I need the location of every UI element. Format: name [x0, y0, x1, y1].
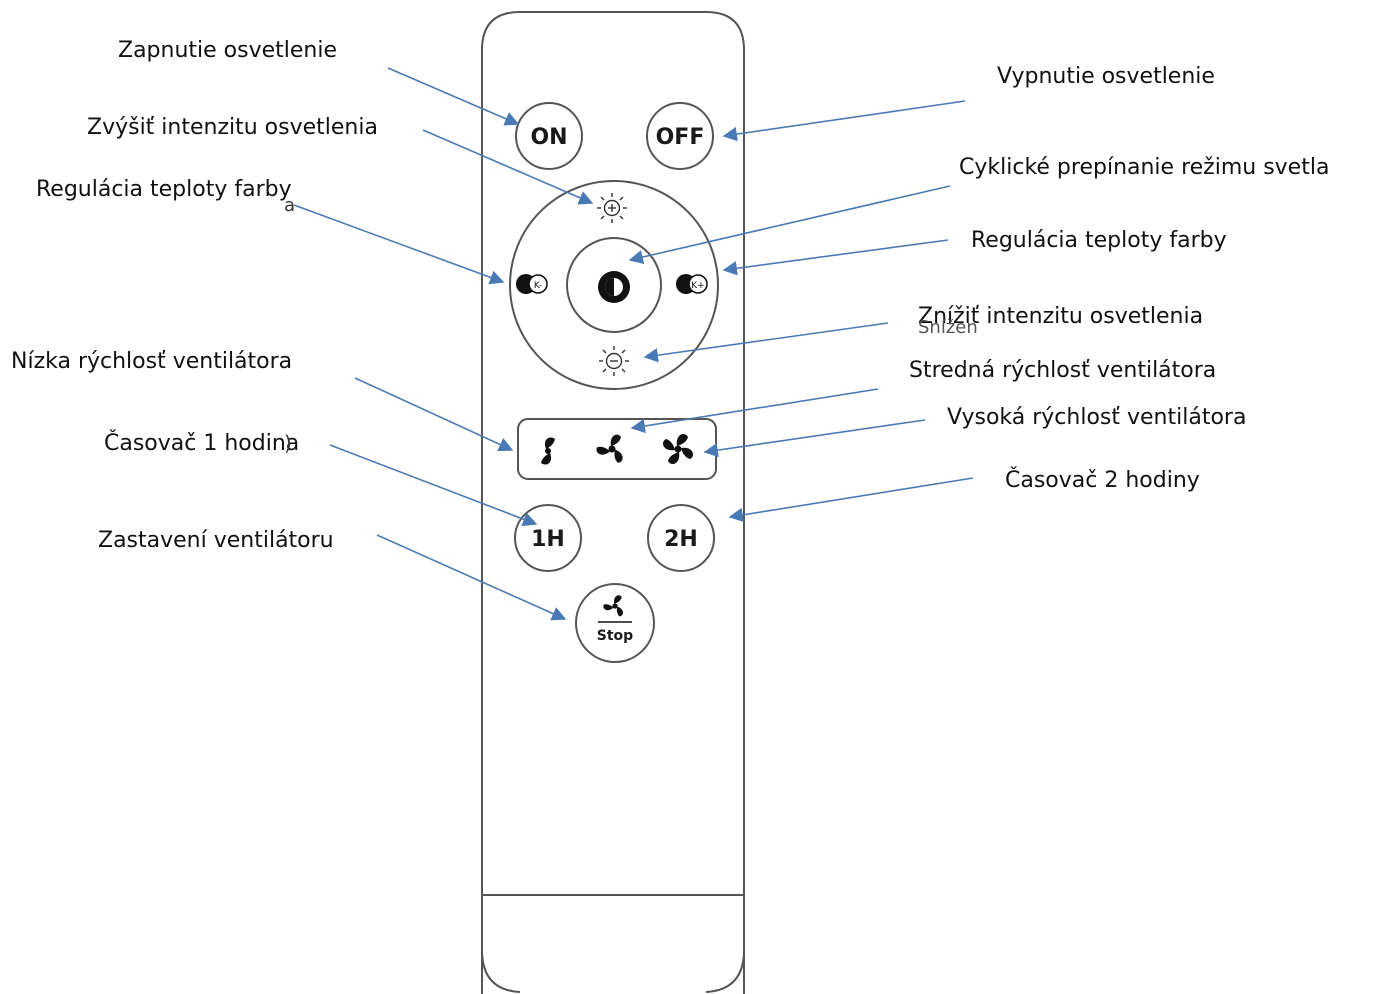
- label-light-off: Vypnutie osvetlenie: [997, 64, 1215, 89]
- on-button[interactable]: ON: [515, 102, 583, 170]
- label-mode-cycle: Cyklické prepínanie režimu svetla: [959, 155, 1330, 180]
- arrow-brightness-down: [643, 322, 889, 363]
- arrow-timer-2h: [728, 477, 974, 523]
- fan-low-icon[interactable]: [541, 437, 555, 465]
- fan-medium-icon[interactable]: [595, 434, 625, 464]
- svg-text:K+: K+: [691, 281, 704, 291]
- fan-high-icon[interactable]: [663, 434, 693, 464]
- arrow-fan-low: [354, 377, 514, 452]
- arrow-color-temp-left: [293, 204, 505, 285]
- off-button[interactable]: OFF: [646, 102, 714, 170]
- arrow-brightness-up: [422, 129, 594, 205]
- off-button-label: OFF: [656, 125, 705, 150]
- label-timer-1h: Časovač 1 hodina: [104, 431, 300, 456]
- arrow-timer-1h: [329, 444, 538, 527]
- svg-text:K-: K-: [534, 281, 542, 291]
- fan-stop-label: Stop: [597, 628, 633, 644]
- label-fan-low: Nízka rýchlosť ventilátora: [11, 349, 293, 374]
- mode-cycle-icon[interactable]: [598, 271, 630, 303]
- remote-body: [481, 11, 745, 994]
- stray-text-snizeni: Snížen: [918, 317, 978, 338]
- arrow-light-off: [722, 100, 966, 142]
- sun-plus-icon[interactable]: [597, 193, 627, 223]
- arrow-light-on: [387, 67, 520, 126]
- timer-1h-button[interactable]: 1H: [514, 504, 582, 572]
- label-fan-stop: Zastavení ventilátoru: [98, 528, 334, 553]
- arrow-fan-stop: [376, 534, 567, 621]
- label-color-temp-right: Regulácia teploty farby: [971, 228, 1227, 253]
- timer-2h-button[interactable]: 2H: [647, 504, 715, 572]
- stray-text-paren: ): [284, 431, 292, 455]
- timer-2h-label: 2H: [664, 527, 698, 552]
- fan-stop-icon: [603, 595, 623, 617]
- arrow-fan-high: [703, 419, 926, 458]
- stray-text-a: a: [284, 195, 296, 216]
- timer-1h-label: 1H: [531, 527, 565, 552]
- label-fan-high: Vysoká rýchlosť ventilátora: [947, 405, 1247, 430]
- color-temp-plus-icon[interactable]: K+: [676, 274, 708, 294]
- sun-minus-icon[interactable]: [599, 346, 629, 376]
- label-brightness-up: Zvýšiť intenzitu osvetlenia: [87, 115, 378, 140]
- label-color-temp-left: Regulácia teploty farby: [36, 177, 292, 202]
- label-brightness-down: Znížiť intenzitu osvetlenia: [918, 304, 1204, 329]
- arrow-fan-medium: [630, 388, 879, 434]
- on-button-label: ON: [530, 125, 567, 150]
- label-light-on: Zapnutie osvetlenie: [118, 38, 338, 63]
- label-fan-medium: Stredná rýchlosť ventilátora: [909, 358, 1217, 383]
- arrow-mode-cycle: [628, 185, 951, 265]
- arrow-color-temp-right: [722, 239, 949, 276]
- label-timer-2h: Časovač 2 hodiny: [1005, 468, 1200, 493]
- fan-stop-button[interactable]: Stop: [575, 583, 655, 663]
- color-temp-minus-icon[interactable]: K-: [516, 274, 548, 294]
